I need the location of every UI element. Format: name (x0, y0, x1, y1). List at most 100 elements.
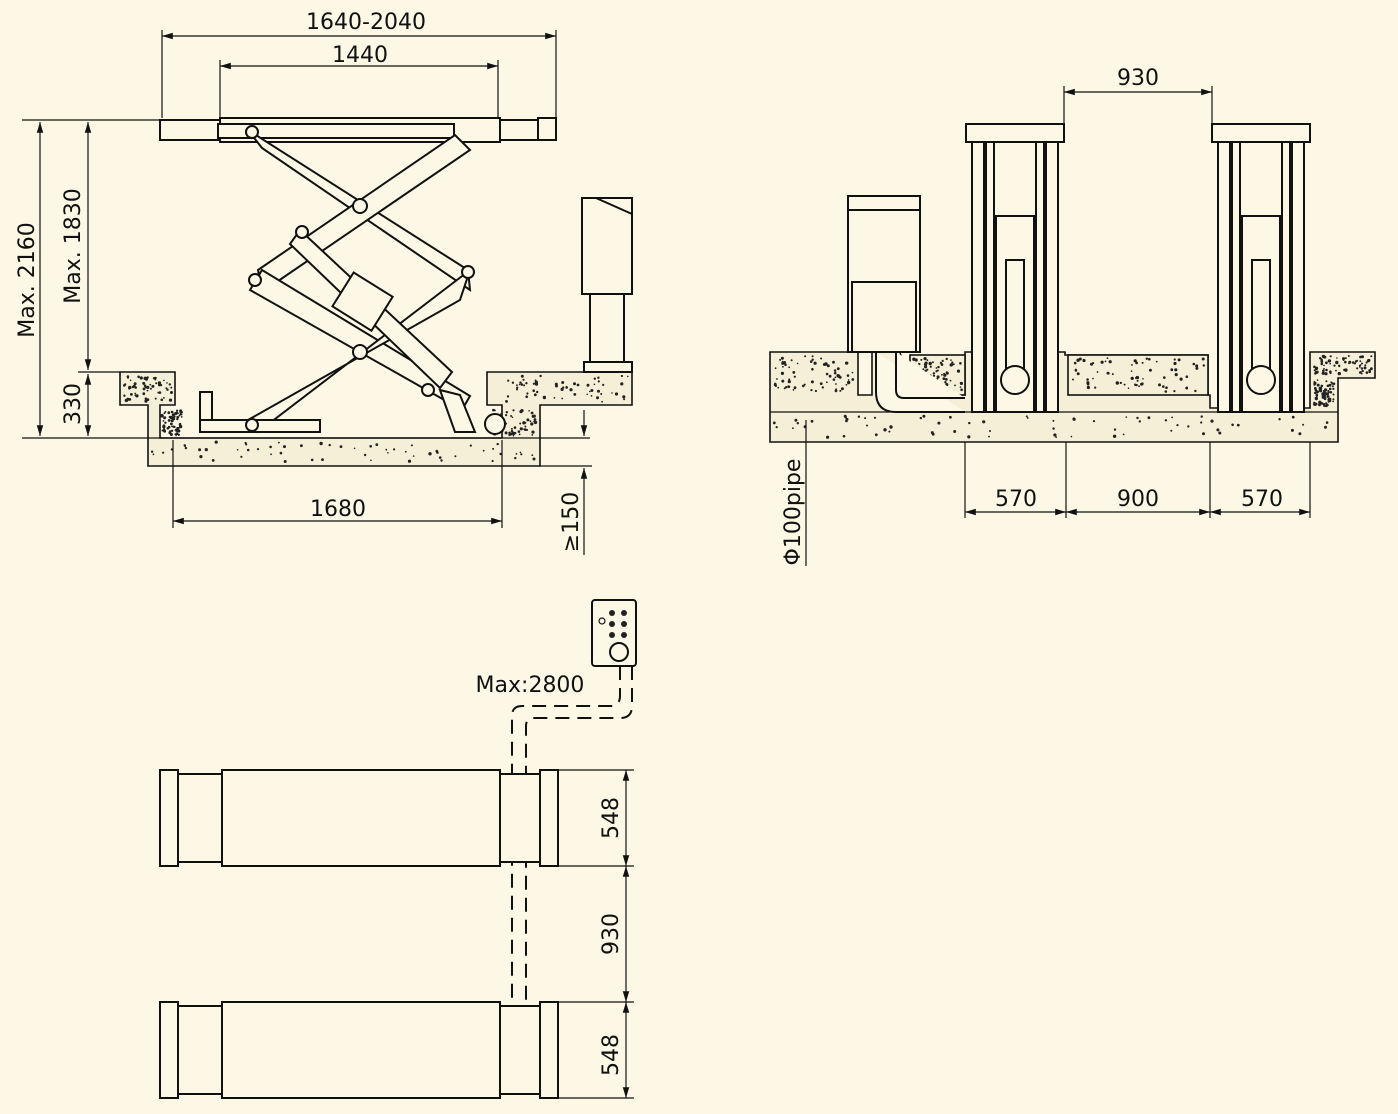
concrete-speck (1218, 431, 1222, 435)
concrete-speck (1333, 364, 1336, 367)
concrete-speck (152, 453, 155, 456)
concrete-speck (1344, 360, 1347, 364)
concrete-speck (1329, 391, 1333, 394)
concrete-speck (1131, 364, 1133, 366)
concrete-speck (1330, 381, 1333, 384)
concrete-speck (1318, 386, 1321, 389)
concrete-speck (846, 374, 850, 377)
concrete-speck (278, 441, 280, 444)
concrete-speck (1055, 436, 1057, 438)
concrete-speck (941, 373, 943, 376)
concrete-speck (1086, 385, 1090, 390)
concrete-speck (1148, 368, 1152, 372)
concrete-speck (810, 419, 814, 423)
concrete-speck (842, 434, 846, 438)
concrete-speck (1327, 390, 1330, 393)
concrete-speck (832, 378, 836, 381)
concrete-speck (170, 429, 174, 432)
concrete-speck (387, 452, 389, 454)
concrete-speck (839, 389, 842, 392)
dim-front-gap: 930 (1063, 66, 1213, 124)
concrete-speck (214, 440, 218, 444)
concrete-speck (1108, 360, 1112, 364)
concrete-speck (1177, 358, 1181, 362)
concrete-speck (174, 433, 177, 436)
concrete-speck (821, 386, 824, 389)
dim-left-pit-label: 570 (995, 487, 1037, 512)
concrete-speck (1164, 419, 1168, 422)
concrete-speck (1323, 368, 1325, 370)
concrete-speck (788, 366, 791, 369)
concrete-speck (1325, 361, 1328, 365)
dim-max-total-height-label: Max. 2160 (15, 222, 40, 337)
concrete-speck (811, 368, 814, 371)
concrete-speck (469, 444, 472, 447)
concrete-speck (793, 375, 796, 378)
concrete-speck (1290, 428, 1294, 432)
concrete-speck (950, 359, 952, 361)
concrete-speck (593, 377, 596, 380)
concrete-speck (1335, 369, 1337, 372)
concrete-speck (256, 448, 260, 451)
concrete-speck (1171, 416, 1173, 419)
concrete-speck (926, 359, 929, 362)
concrete-speck (600, 393, 603, 395)
concrete-speck (505, 411, 508, 414)
concrete-speck (1092, 420, 1096, 423)
concrete-speck (851, 378, 855, 381)
concrete-speck (561, 397, 564, 400)
concrete-speck (166, 388, 169, 391)
concrete-speck (1123, 383, 1126, 386)
concrete-speck (129, 379, 132, 382)
concrete-speck (922, 414, 926, 418)
concrete-speck (866, 424, 868, 427)
concrete-speck (184, 445, 187, 448)
concrete-speck (776, 378, 778, 380)
concrete-speck (523, 428, 526, 431)
concrete-speck (142, 392, 146, 396)
concrete-speck (820, 357, 823, 360)
concrete-speck (1324, 425, 1327, 429)
concrete-speck (512, 434, 515, 437)
concrete-speck (623, 398, 626, 401)
concrete-speck (146, 385, 150, 389)
concrete-speck (794, 418, 798, 422)
concrete-speck (514, 456, 517, 460)
concrete-speck (529, 420, 532, 423)
concrete-speck (586, 393, 588, 396)
concrete-speck (1187, 425, 1190, 428)
concrete-speck (1322, 403, 1326, 406)
concrete-speck (137, 375, 140, 379)
concrete-speck (774, 367, 777, 370)
concrete-speck (518, 433, 521, 436)
scissor-mechanism (199, 125, 506, 435)
concrete-speck (941, 359, 944, 362)
concrete-speck (1138, 420, 1142, 423)
concrete-speck (154, 397, 157, 400)
concrete-speck (172, 425, 175, 428)
concrete-speck (1072, 417, 1076, 421)
concrete-speck (802, 384, 805, 388)
cable-label: Max:2800 (476, 673, 585, 698)
concrete-speck (1359, 355, 1362, 359)
concrete-speck (1112, 434, 1117, 438)
concrete-speck (932, 372, 936, 375)
concrete-speck (149, 383, 152, 386)
concrete-speck (1321, 395, 1326, 399)
concrete-speck (518, 383, 521, 386)
concrete-speck (924, 361, 928, 365)
concrete-speck (146, 389, 149, 392)
concrete-speck (1278, 418, 1281, 421)
concrete-speck (499, 452, 502, 456)
concrete-speck (1361, 372, 1363, 375)
concrete-speck (1052, 427, 1055, 430)
concrete-speck (1314, 402, 1318, 406)
concrete-speck (300, 444, 303, 448)
concrete-speck (162, 451, 165, 454)
side-view: 1640-2040 1440 Max. 2160 Max. 1830 330 (15, 10, 633, 555)
concrete-speck (123, 394, 126, 397)
concrete-speck (519, 422, 522, 425)
concrete-speck (781, 379, 785, 383)
concrete-speck (530, 411, 534, 415)
concrete-speck (777, 386, 780, 389)
